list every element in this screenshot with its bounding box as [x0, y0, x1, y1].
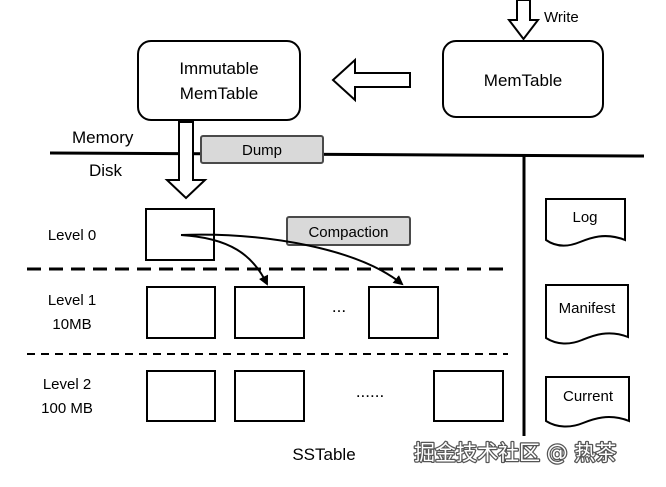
log-file-label: Log — [572, 209, 597, 226]
memory-label: Memory — [72, 128, 134, 147]
write-arrow — [506, 0, 541, 41]
memory-disk-divider — [49, 151, 645, 158]
level-2-name: Level 2 — [43, 376, 91, 393]
level-2-size: 100 MB — [41, 400, 93, 417]
level-2-sstable-1 — [146, 370, 216, 422]
disk-label: Disk — [89, 161, 123, 180]
level-1-name: Level 1 — [48, 292, 96, 309]
level-0-name: Level 0 — [48, 227, 96, 244]
immutable-label-line2: MemTable — [180, 84, 258, 103]
dump-down-arrow — [164, 121, 208, 200]
flush-left-arrow — [331, 57, 411, 103]
write-label: Write — [544, 9, 579, 26]
current-file-shape — [545, 376, 630, 428]
watermark-text: 掘金技术社区 @ 热茶 — [414, 441, 616, 465]
immutable-memtable-box — [137, 40, 301, 121]
level-1-sstable-3 — [368, 286, 439, 339]
compaction-label: Compaction — [308, 224, 388, 241]
dump-tag — [200, 135, 324, 164]
dump-label: Dump — [242, 142, 282, 159]
compaction-tag — [286, 216, 411, 246]
compaction-arrow-1 — [180, 234, 269, 286]
manifest-file-label: Manifest — [559, 300, 617, 317]
level-1-size: 10MB — [52, 316, 91, 333]
level-1-sstable-1 — [146, 286, 216, 339]
level-1-ellipsis: ... — [332, 297, 346, 316]
manifest-file-shape — [545, 284, 629, 345]
sstable-label: SSTable — [292, 445, 355, 464]
memtable-label: MemTable — [484, 71, 562, 90]
level-2-sstable-3 — [433, 370, 504, 422]
current-file-label: Current — [563, 388, 614, 405]
level-2-sstable-2 — [234, 370, 305, 422]
log-file-shape — [545, 198, 626, 247]
level-2-ellipsis: ...... — [356, 382, 384, 401]
memtable-box — [442, 40, 604, 118]
compaction-arrow-2 — [180, 233, 404, 286]
immutable-label-line1: Immutable — [179, 59, 258, 78]
level-1-sstable-2 — [234, 286, 305, 339]
